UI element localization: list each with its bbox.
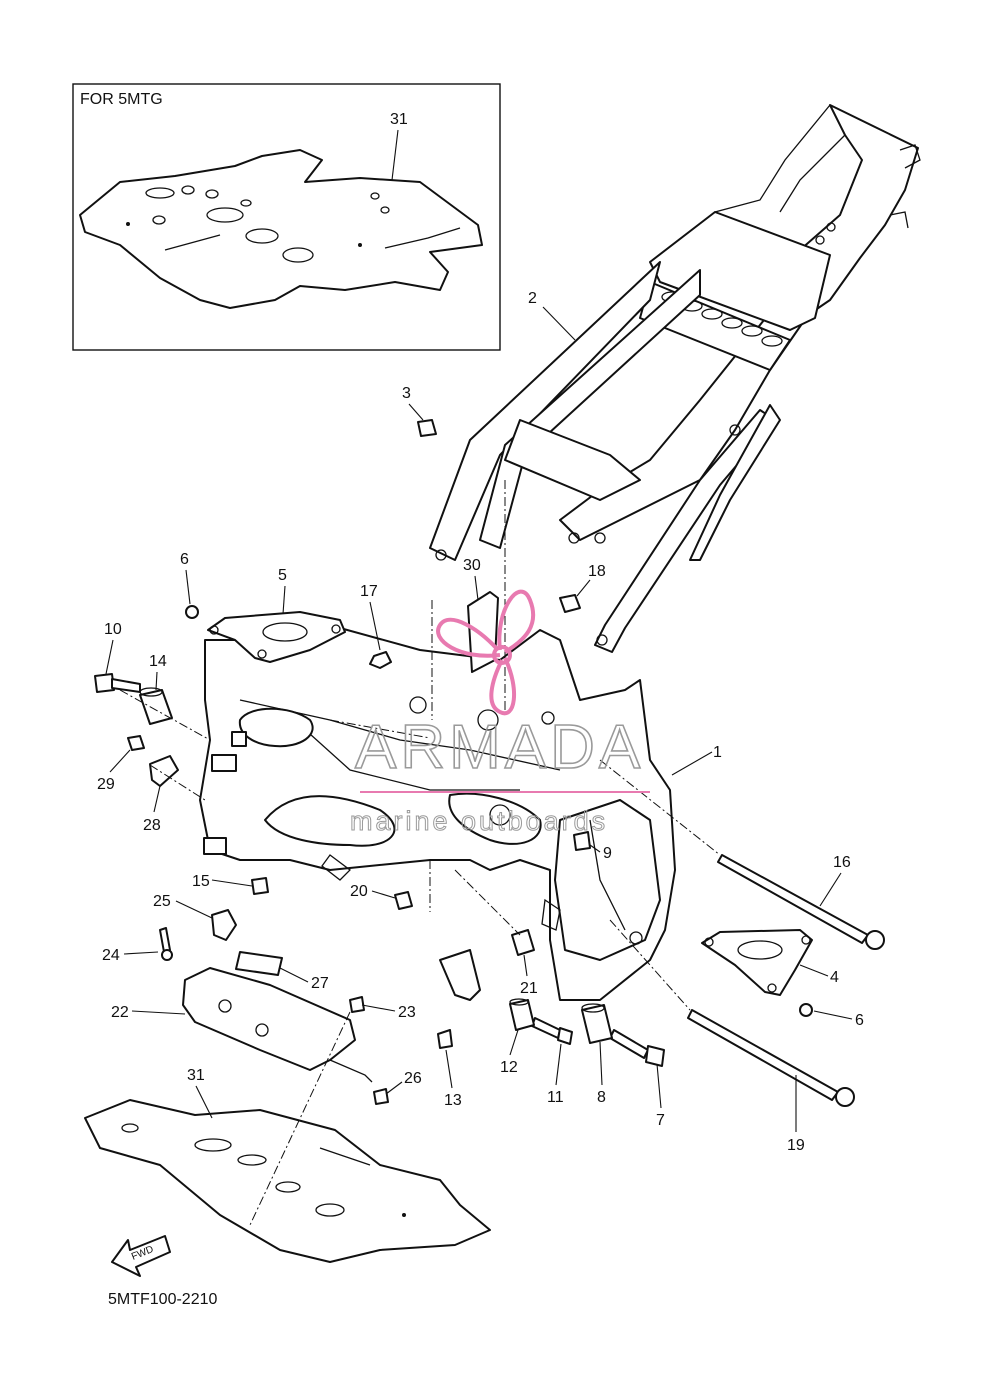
callout-7: 7 (656, 1112, 665, 1129)
callout-24: 24 (102, 947, 120, 964)
callout-1: 1 (713, 744, 722, 761)
callout-22: 22 (111, 1004, 129, 1021)
watermark-tagline: marine outboards (350, 806, 608, 836)
callout-10: 10 (104, 621, 122, 638)
watermark: ARMADA marine outboards (350, 589, 650, 837)
callout-2: 2 (528, 290, 537, 307)
callout-6-lower: 6 (855, 1012, 864, 1029)
bracket-28 (149, 755, 179, 787)
callout-8: 8 (597, 1089, 606, 1106)
bolt-26 (373, 1088, 389, 1105)
callout-4: 4 (830, 969, 839, 986)
inset-callout-31: 31 (390, 111, 408, 128)
callout-13: 13 (444, 1092, 462, 1109)
bolt-10 (94, 673, 115, 693)
fwd-arrow-icon: FWD (111, 1235, 171, 1277)
nut-17 (369, 651, 392, 669)
bolt-11 (531, 1017, 561, 1039)
callout-25: 25 (153, 893, 171, 910)
collar-12 (509, 999, 535, 1031)
callout-21: 21 (520, 980, 538, 997)
collar-14 (139, 689, 173, 725)
callout-17: 17 (360, 583, 378, 600)
callout-5: 5 (278, 567, 287, 584)
footrest-bracket (439, 949, 481, 1001)
under-cowl-plate-31 (84, 1099, 491, 1263)
callout-14: 14 (149, 653, 167, 670)
watermark-brand: ARMADA (355, 713, 644, 782)
callout-9: 9 (603, 845, 612, 862)
callout-6-upper: 6 (180, 551, 189, 568)
callouts: 1 2 3 4 5 6 6 7 8 9 10 11 12 13 14 15 16… (97, 290, 864, 1154)
under-cowl-plate-inset (79, 149, 483, 309)
damper-27 (235, 951, 283, 976)
bolt-9 (573, 831, 591, 851)
screw-6-upper (185, 605, 199, 619)
callout-27: 27 (311, 975, 329, 992)
callout-29: 29 (97, 776, 115, 793)
bolt-23 (349, 996, 365, 1013)
collar-8 (581, 1004, 613, 1044)
bolt-29 (127, 735, 145, 751)
callout-16: 16 (833, 854, 851, 871)
callout-30: 30 (463, 557, 481, 574)
bolt-7 (609, 1029, 649, 1059)
diagram-code: 5MTF100-2210 (108, 1291, 217, 1308)
bolt-15 (251, 877, 269, 895)
bolt-18 (559, 594, 581, 613)
callout-23: 23 (398, 1004, 416, 1021)
long-bolt-16 (717, 854, 869, 944)
nut-20 (394, 891, 413, 910)
callout-31: 31 (187, 1067, 205, 1084)
main-frame (199, 619, 676, 1001)
long-bolt-19 (687, 1009, 839, 1101)
collar-21 (511, 929, 535, 956)
callout-11: 11 (547, 1089, 564, 1106)
bolt-13 (437, 1029, 453, 1049)
engine-bracket-5 (207, 611, 346, 663)
engine-bracket-4 (701, 929, 813, 996)
screw-6-lower (799, 1003, 813, 1017)
callout-15: 15 (192, 873, 210, 890)
callout-3: 3 (402, 385, 411, 402)
rear-frame (429, 104, 921, 653)
callout-26: 26 (404, 1070, 422, 1087)
stay-22 (182, 967, 356, 1071)
clamp-25 (211, 909, 237, 941)
rivet-24 (159, 927, 171, 953)
callout-18: 18 (588, 563, 606, 580)
propeller-logo-icon (436, 589, 536, 716)
callout-20: 20 (350, 883, 368, 900)
callout-19: 19 (787, 1137, 805, 1154)
bolt-3 (417, 419, 437, 437)
inset-title: FOR 5MTG (80, 91, 163, 108)
bracket-30 (467, 591, 499, 673)
inset-for-5mtg: FOR 5MTG 31 (72, 83, 501, 351)
callout-12: 12 (500, 1059, 518, 1076)
callout-28: 28 (143, 817, 161, 834)
